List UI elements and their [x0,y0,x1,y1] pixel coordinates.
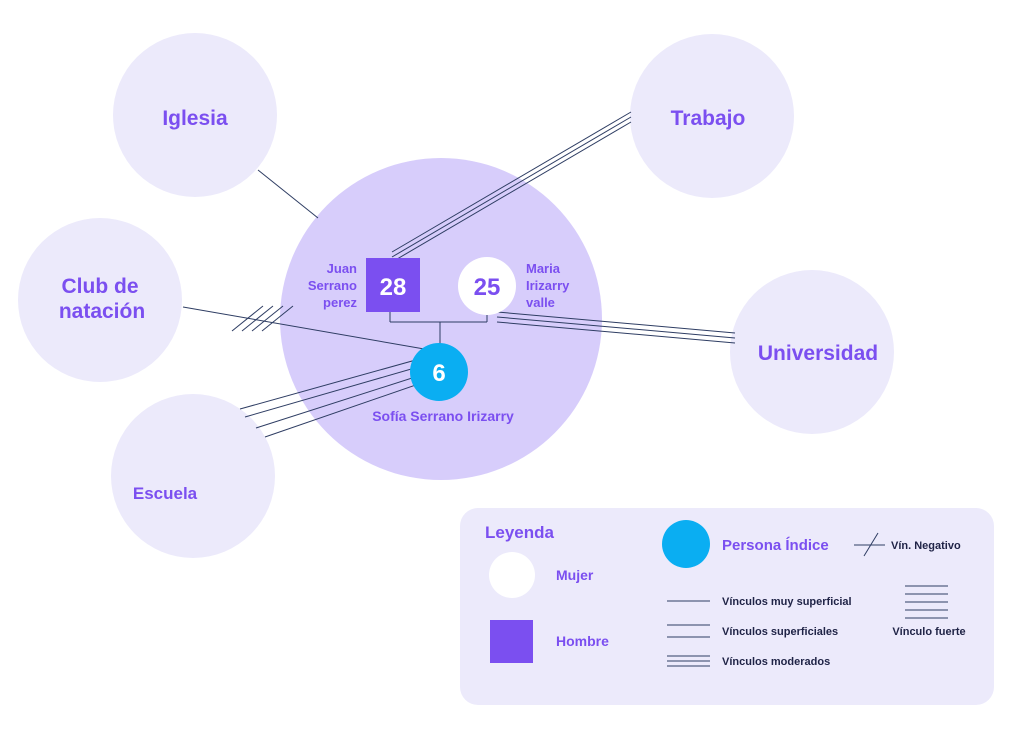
escuela-circle [111,394,275,558]
family-circle [280,158,602,480]
club-link [182,306,431,351]
iglesia-label: Iglesia [162,107,228,130]
escuela-link-3 [255,370,435,429]
escuela-link-1 [239,355,431,410]
club-circle [18,218,182,382]
universidad-circle [730,270,894,434]
club-label-line2: natación [59,300,145,323]
negative-hatch-4 [261,305,294,332]
legend-negative-slash-icon [863,532,879,557]
negative-hatch-3 [251,305,284,332]
mother-name-line1: Maria [526,261,561,276]
trabajo-circle [630,34,794,198]
child-name: Sofía Serrano Irizarry [372,408,514,424]
legend-hombre: Hombre [556,633,609,649]
father-name-line2: Serrano [308,278,357,293]
negative-hatch-2 [241,305,274,332]
legend-negativo: Vín. Negativo [891,540,961,552]
trabajo-link-3 [391,121,632,263]
legend: Leyenda Mujer Hombre Persona Índice Vín.… [460,508,994,705]
connection-lines [182,111,736,438]
legend-woman-icon [489,552,535,598]
father-square [366,258,420,312]
escuela-label: Escuela [133,484,198,503]
legend-moderados: Vínculos moderados [722,656,830,668]
legend-muy-superficial: Vínculos muy superficial [722,596,852,608]
trabajo-link-1 [391,111,632,253]
iglesia-link [257,169,319,219]
trabajo-link-2 [391,116,632,258]
legend-line-samples [667,585,948,667]
father-name-line3: perez [323,295,357,310]
iglesia-circle [113,33,277,197]
universidad-link-1 [496,311,736,334]
legend-title: Leyenda [485,523,555,542]
mother-name-line3: valle [526,295,555,310]
legend-index-icon [662,520,710,568]
legend-mujer: Mujer [556,567,594,583]
universidad-label: Universidad [758,342,878,365]
child-circle [410,343,468,401]
child-age: 6 [432,360,445,387]
father-name-line1: Juan [327,261,357,276]
legend-man-icon [490,620,533,663]
mother-circle [458,257,516,315]
escuela-link-4 [264,377,437,438]
legend-fuerte: Vínculo fuerte [892,626,965,638]
legend-persona-indice: Persona Índice [722,537,829,554]
universidad-link-3 [496,321,736,344]
father-age: 28 [380,274,407,301]
legend-superficiales: Vínculos superficiales [722,626,838,638]
escuela-link-2 [244,362,433,418]
mother-age: 25 [474,274,501,301]
club-label-line1: Club de [62,275,139,298]
universidad-link-2 [496,316,736,339]
trabajo-label: Trabajo [671,107,746,130]
negative-hatch-1 [231,305,264,332]
legend-box [460,508,994,705]
mother-name-line2: Irizarry [526,278,570,293]
